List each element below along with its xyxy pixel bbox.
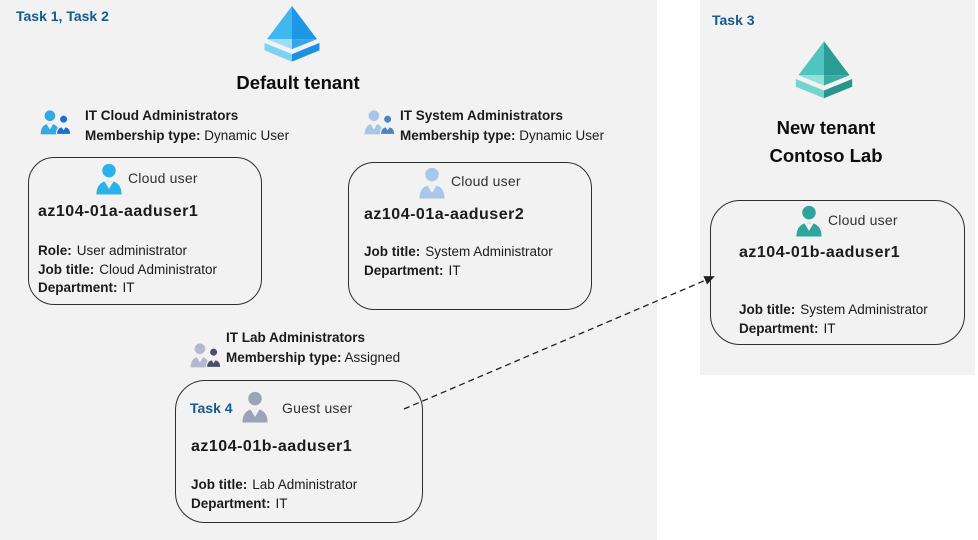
field-label: Department:: [364, 262, 444, 278]
field-row: Department:IT: [191, 495, 357, 514]
field-value: Cloud Administrator: [99, 261, 218, 277]
group-icon-cloud-admins: [40, 110, 72, 136]
azure-ad-icon-teal: [795, 41, 853, 99]
field-row: Department:IT: [38, 279, 217, 298]
user-fields: Job title: System Administrator Departmen…: [739, 301, 928, 338]
membership-label: Membership type:: [226, 350, 342, 365]
field-value: User administrator: [76, 243, 188, 258]
field-row: Department:IT: [364, 262, 553, 281]
field-row: Role: User administrator: [38, 242, 217, 261]
field-value: System Administrator: [425, 244, 553, 259]
default-tenant-title: Default tenant: [236, 72, 360, 93]
guest-user-card: Task 4 Guest user az104-01b-aaduser1 Job…: [175, 380, 423, 523]
cloud-user-icon: [796, 205, 822, 237]
new-tenant-panel: Task 3 New tenant Contoso Lab Cloud user…: [700, 0, 975, 375]
new-tenant-title-line2: Contoso Lab: [769, 145, 883, 166]
field-label: Department:: [191, 495, 271, 511]
field-value: IT: [275, 495, 288, 511]
user-card-aaduser1b: Cloud user az104-01b-aaduser1 Job title:…: [710, 200, 965, 345]
membership-value: Assigned: [344, 350, 401, 365]
task-1-2-label: Task 1, Task 2: [16, 8, 109, 24]
field-value: IT: [823, 320, 836, 336]
field-label: Department:: [38, 280, 118, 296]
field-label: Job title:: [739, 302, 796, 317]
default-tenant-panel: Task 1, Task 2 Default tenant IT Cloud A…: [0, 0, 657, 540]
username: az104-01a-aaduser2: [364, 206, 525, 223]
membership-value: Dynamic User: [519, 128, 605, 143]
group-lab-admins: IT Lab Administrators Membership type: A…: [226, 330, 400, 365]
user-fields: Job title: System Administrator Departmen…: [364, 243, 553, 280]
field-row: Job title: Lab Administrator: [191, 476, 357, 495]
user-card-aaduser1: Cloud user az104-01a-aaduser1 Role: User …: [28, 157, 262, 305]
membership-line: Membership type: Dynamic User: [400, 128, 604, 143]
field-label: Department:: [739, 320, 819, 336]
task-4-label: Task 4: [190, 400, 233, 416]
field-row: Job title:Cloud Administrator: [38, 261, 217, 280]
membership-line: Membership type: Dynamic User: [85, 128, 289, 143]
user-fields: Job title: Lab Administrator Department:I…: [191, 476, 357, 513]
username: az104-01b-aaduser1: [739, 244, 901, 261]
group-name: IT Cloud Administrators: [85, 108, 239, 123]
cloud-user-icon: [419, 167, 445, 199]
group-name: IT System Administrators: [400, 108, 564, 123]
field-label: Job title:: [191, 477, 248, 492]
membership-value: Dynamic User: [204, 128, 290, 143]
membership-label: Membership type:: [85, 128, 201, 143]
field-label: Job title:: [38, 261, 95, 277]
username: az104-01b-aaduser1: [191, 438, 353, 455]
group-system-admins: IT System Administrators Membership type…: [400, 108, 604, 143]
group-cloud-admins: IT Cloud Administrators Membership type:…: [85, 108, 289, 143]
field-row: Department:IT: [739, 320, 928, 339]
field-value: Lab Administrator: [252, 477, 358, 492]
username: az104-01a-aaduser1: [38, 203, 199, 220]
field-label: Job title:: [364, 244, 421, 259]
azure-ad-icon: [264, 6, 320, 62]
user-type-label: Cloud user: [451, 173, 521, 189]
field-value: IT: [122, 280, 135, 296]
membership-line: Membership type: Assigned: [226, 350, 400, 365]
group-name: IT Lab Administrators: [226, 330, 366, 345]
user-fields: Role: User administrator Job title:Cloud …: [38, 242, 217, 298]
new-tenant-title-line1: New tenant: [776, 117, 876, 138]
field-row: Job title: System Administrator: [364, 243, 553, 262]
task-3-label: Task 3: [712, 12, 755, 28]
user-card-aaduser2: Cloud user az104-01a-aaduser2 Job title:…: [348, 162, 592, 310]
field-value: System Administrator: [800, 302, 928, 317]
user-type-label: Guest user: [282, 400, 353, 416]
user-type-label: Cloud user: [128, 170, 198, 186]
group-icon-system-admins: [364, 110, 396, 136]
field-row: Job title: System Administrator: [739, 301, 928, 320]
field-value: IT: [448, 262, 461, 278]
group-icon-lab-admins: [190, 343, 222, 369]
field-label: Role:: [38, 243, 72, 258]
membership-label: Membership type:: [400, 128, 516, 143]
user-type-label: Cloud user: [828, 212, 898, 228]
cloud-user-icon: [96, 163, 122, 195]
guest-user-icon: [242, 391, 268, 423]
